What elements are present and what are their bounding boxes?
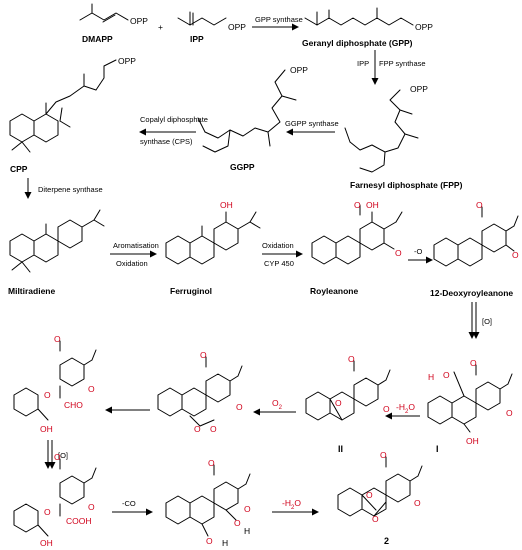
royleanone-o-top: O — [354, 200, 361, 210]
ggpp-synthase-label: GGPP synthase — [285, 119, 339, 128]
peroxide-o-b: O — [210, 424, 217, 434]
deoxyroyleanone-o-top: O — [476, 200, 483, 210]
dmapp-structure — [79, 3, 129, 23]
ggpp-structure — [197, 69, 297, 153]
o-bracket-2: [O] — [58, 451, 68, 460]
aldehyde-o-ring: O — [44, 390, 51, 400]
int-one-o-right: O — [506, 408, 513, 418]
diol-o-top: O — [208, 458, 215, 468]
cps-label-line2: synthase (CPS) — [140, 137, 193, 146]
product-label: 2 — [384, 536, 389, 546]
gpp-structure — [304, 7, 414, 26]
int-one-label: I — [436, 444, 439, 454]
int-two-label: II — [338, 444, 343, 454]
minus-co-label: -CO — [122, 499, 136, 508]
ipp-opp: OPP — [228, 22, 246, 32]
aldehyde-cho: CHO — [64, 400, 83, 410]
acid-o-right: O — [88, 502, 95, 512]
fpp-structure — [344, 89, 419, 173]
royleanone-oh: OH — [366, 200, 379, 210]
int-two-o-top: O — [348, 354, 355, 364]
oxidation2-label: Oxidation — [262, 241, 294, 250]
aldehyde-intermediate-structure — [13, 340, 97, 421]
intermediate-one-structure — [427, 364, 513, 433]
royleanone-o-right: O — [395, 248, 402, 258]
cps-label-line1: Copalyl diphosphate — [140, 115, 208, 124]
royleanone-label: Royleanone — [310, 286, 358, 296]
diol-o-2: O — [206, 536, 213, 546]
product-structure — [337, 456, 423, 517]
miltiradiene-structure — [9, 209, 105, 273]
diol-h-2: H — [222, 538, 228, 548]
diol-h-1: H — [244, 526, 250, 536]
cpp-opp: OPP — [118, 56, 136, 66]
int-one-o-top: O — [470, 358, 477, 368]
product-o-ring: O — [372, 514, 379, 524]
cpp-label: CPP — [10, 164, 28, 174]
aldehyde-o-top: O — [54, 334, 61, 344]
acid-o-ring: O — [44, 507, 51, 517]
gpp-synthase-label: GPP synthase — [255, 15, 303, 24]
dmapp-opp: OPP — [130, 16, 148, 26]
int-one-oh: OH — [466, 436, 479, 446]
ferruginol-structure — [165, 211, 261, 265]
product-o-right: O — [414, 498, 421, 508]
ferruginol-oh: OH — [220, 200, 233, 210]
gpp-label: Geranyl diphosphate (GPP) — [302, 38, 413, 48]
fpp-label: Farnesyl diphosphate (FPP) — [350, 180, 463, 190]
ggpp-opp: OPP — [290, 65, 308, 75]
minus-o-label: -O — [414, 247, 422, 256]
fpp-synthase-label: FPP synthase — [379, 59, 426, 68]
ggpp-label: GGPP — [230, 162, 255, 172]
ipp-label: IPP — [190, 34, 204, 44]
cpp-structure — [9, 59, 117, 153]
minus-h2o-1: -H2O — [396, 402, 415, 415]
int-two-o-right: O — [383, 404, 390, 414]
aldehyde-oh: OH — [40, 424, 53, 434]
gpp-opp: OPP — [415, 22, 433, 32]
cyp450-label: CYP 450 — [264, 259, 294, 268]
product-o-top: O — [380, 450, 387, 460]
o-bracket-1: [O] — [482, 317, 492, 326]
product-o-bridge: O — [366, 490, 373, 500]
acid-cooh: COOH — [66, 516, 92, 526]
miltiradiene-label: Miltiradiene — [8, 286, 56, 296]
diol-o-right: O — [244, 504, 251, 514]
ipp-structure — [177, 11, 227, 26]
int-one-o: O — [443, 370, 450, 380]
deoxyroyleanone-o-right: O — [512, 250, 519, 260]
diol-o-1: O — [234, 518, 241, 528]
deoxyroyleanone-structure — [433, 206, 519, 267]
aromatisation-label: Aromatisation — [113, 241, 159, 250]
acid-intermediate-structure — [13, 458, 97, 537]
fpp-opp: OPP — [410, 84, 428, 94]
peroxide-intermediate-structure — [157, 356, 243, 427]
o2-label: O2 — [272, 398, 283, 411]
diol-intermediate-structure — [165, 464, 251, 537]
plus-sign: + — [158, 22, 163, 32]
acid-o-top: O — [54, 452, 61, 462]
aldehyde-o-right: O — [88, 384, 95, 394]
int-two-o-bridge: O — [335, 398, 342, 408]
peroxide-o-top: O — [200, 350, 207, 360]
peroxide-o-right: O — [236, 402, 243, 412]
int-one-h: H — [428, 372, 434, 382]
minus-h2o-2: -H2O — [282, 498, 301, 511]
diterpene-synthase-label: Diterpene synthase — [38, 185, 103, 194]
oxidation-label: Oxidation — [116, 259, 148, 268]
peroxide-o-a: O — [194, 424, 201, 434]
acid-oh: OH — [40, 538, 53, 548]
dmapp-label: DMAPP — [82, 34, 113, 44]
royleanone-structure — [311, 204, 403, 265]
intermediate-two-structure — [305, 360, 391, 421]
ferruginol-label: Ferruginol — [170, 286, 212, 296]
ipp-reagent: IPP — [357, 59, 369, 68]
deoxyroyleanone-label: 12-Deoxyroyleanone — [430, 288, 513, 298]
